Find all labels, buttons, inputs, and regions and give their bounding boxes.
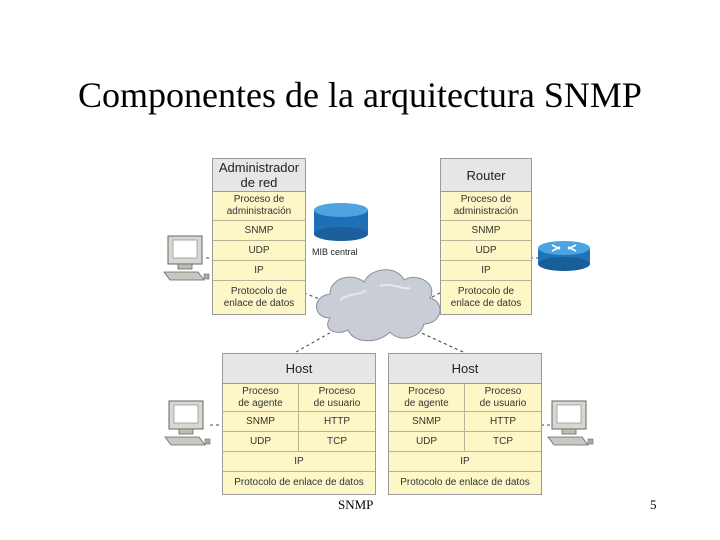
computer-icon-admin <box>163 235 210 281</box>
host-left-ip: IP <box>223 452 375 472</box>
admin-layer-snmp: SNMP <box>213 221 305 241</box>
host-left-tcp: TCP <box>299 432 375 452</box>
router-layer-ip: IP <box>441 261 531 281</box>
host-right-ip: IP <box>389 452 541 472</box>
link-hostleft-cloud <box>295 329 336 353</box>
network-cloud-icon <box>316 269 441 342</box>
host-right-stack: Host Proceso de agente Proceso de usuari… <box>388 353 542 495</box>
host-right-header: Host <box>389 354 541 384</box>
host-left-agent-process: Proceso de agente <box>223 384 299 412</box>
router-layer-snmp: SNMP <box>441 221 531 241</box>
host-right-http: HTTP <box>465 412 541 432</box>
link-admin-cloud <box>303 292 331 304</box>
router-layer-datalink: Protocolo de enlace de datos <box>450 285 522 309</box>
page-number: 5 <box>650 497 657 512</box>
link-hostright-cloud <box>414 329 464 353</box>
computer-icon-host-left <box>164 400 211 446</box>
host-right-tcp: TCP <box>465 432 541 452</box>
admin-layer-process: Proceso de administración <box>213 192 305 221</box>
mib-central-label: MIB central <box>312 247 358 257</box>
host-left-http: HTTP <box>299 412 375 432</box>
router-stack: Router Proceso de administración SNMP UD… <box>440 158 532 315</box>
host-right-user-process: Proceso de usuario <box>465 384 541 412</box>
host-right-datalink: Protocolo de enlace de datos <box>400 477 530 488</box>
host-left-datalink: Protocolo de enlace de datos <box>234 477 364 488</box>
admin-layer-datalink: Protocolo de enlace de datos <box>223 285 295 309</box>
computer-icon-host-right <box>547 400 594 446</box>
slide-title: Componentes de la arquitectura SNMP <box>78 75 642 115</box>
host-right-agent-process: Proceso de agente <box>389 384 465 412</box>
host-left-udp: UDP <box>223 432 299 452</box>
host-left-user-process: Proceso de usuario <box>299 384 375 412</box>
host-left-header: Host <box>223 354 375 384</box>
router-stack-header: Router <box>441 159 531 192</box>
host-right-udp: UDP <box>389 432 465 452</box>
footer-label: SNMP <box>338 497 374 512</box>
router-layer-process: Proceso de administración <box>441 192 531 221</box>
mib-database-icon <box>314 203 368 241</box>
host-left-stack: Host Proceso de agente Proceso de usuari… <box>222 353 376 495</box>
host-left-snmp: SNMP <box>223 412 299 432</box>
router-layer-udp: UDP <box>441 241 531 261</box>
admin-stack: Administrador de red Proceso de administ… <box>212 158 306 315</box>
host-right-snmp: SNMP <box>389 412 465 432</box>
admin-stack-header: Administrador de red <box>213 159 305 192</box>
admin-layer-udp: UDP <box>213 241 305 261</box>
admin-layer-ip: IP <box>213 261 305 281</box>
router-icon <box>538 241 590 271</box>
